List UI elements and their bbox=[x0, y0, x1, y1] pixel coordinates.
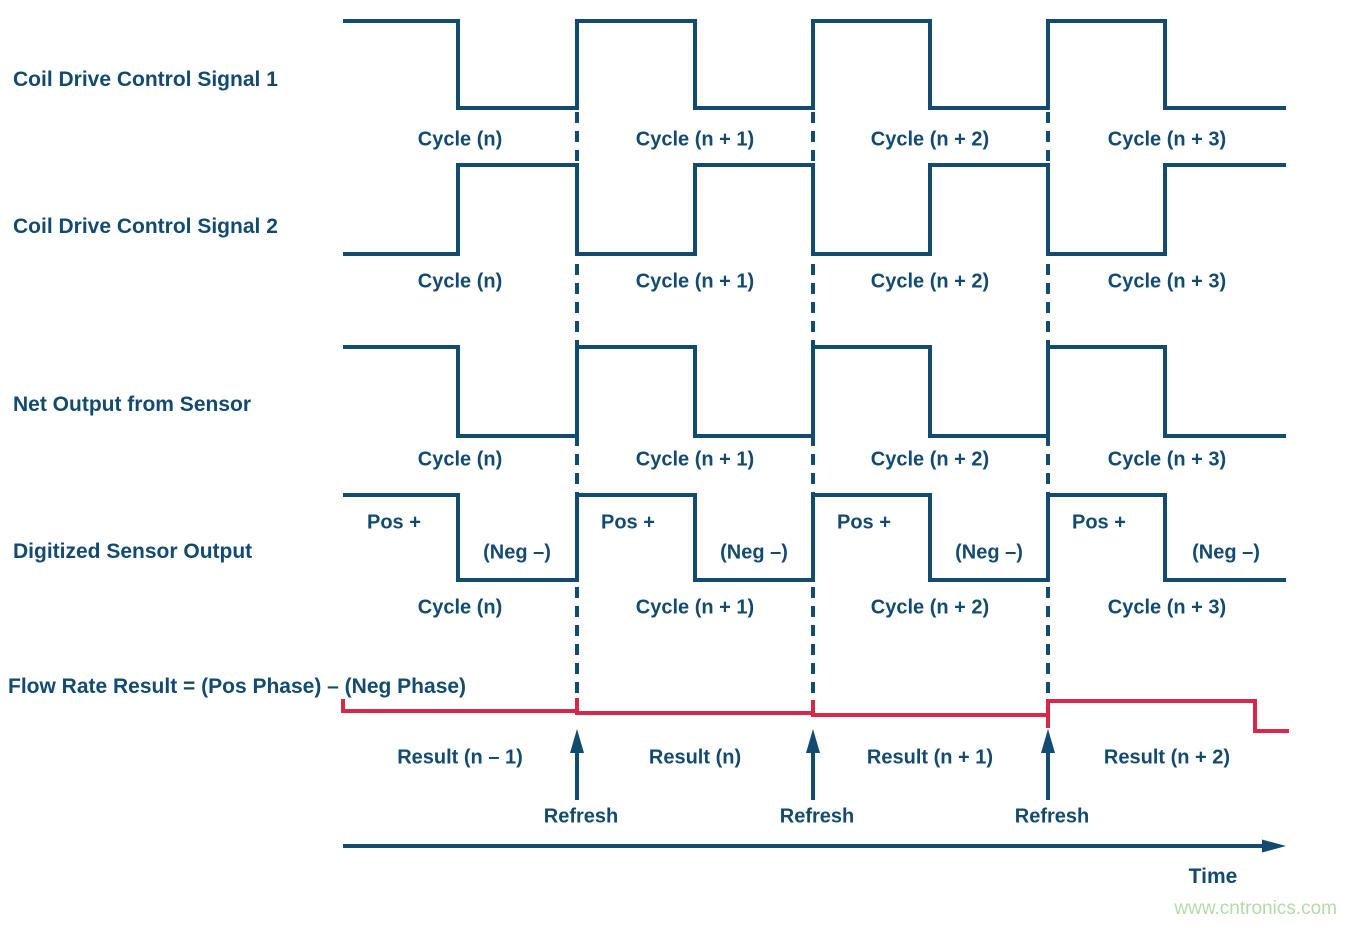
pos-phase-label: Pos + bbox=[837, 511, 891, 534]
cycle-label: Cycle (n) bbox=[417, 448, 503, 471]
digitized-output-label: Digitized Sensor Output bbox=[13, 540, 253, 563]
cycle-label: Cycle (n + 1) bbox=[635, 448, 755, 471]
flow-rate-equation: Flow Rate Result = (Pos Phase) – (Neg Ph… bbox=[8, 675, 467, 698]
net-output-waveform bbox=[343, 345, 1286, 438]
flow-rate-result-line bbox=[341, 698, 1289, 733]
neg-phase-label: (Neg –) bbox=[955, 541, 1023, 564]
signal1-waveform bbox=[343, 19, 1286, 110]
time-axis-label: Time bbox=[1188, 865, 1238, 888]
result-label: Result (n – 1) bbox=[397, 746, 523, 769]
signal2-waveform bbox=[343, 163, 1286, 256]
digitized-output-waveform bbox=[343, 493, 1286, 582]
cycle-label: Cycle (n) bbox=[417, 596, 503, 619]
refresh-label: Refresh bbox=[779, 805, 855, 828]
cycle-label: Cycle (n + 3) bbox=[1107, 448, 1227, 471]
watermark-text: www.cntronics.com bbox=[1174, 898, 1337, 919]
cycle-label: Cycle (n + 3) bbox=[1107, 270, 1227, 293]
refresh-label: Refresh bbox=[1014, 805, 1090, 828]
cycle-label: Cycle (n + 1) bbox=[635, 596, 755, 619]
cycle-label: Cycle (n + 2) bbox=[870, 270, 990, 293]
refresh-label: Refresh bbox=[543, 805, 619, 828]
neg-phase-label: (Neg –) bbox=[1192, 541, 1260, 564]
cycle-label: Cycle (n) bbox=[417, 128, 503, 151]
pos-phase-label: Pos + bbox=[367, 511, 421, 534]
cycle-label: Cycle (n + 2) bbox=[870, 128, 990, 151]
signal1-label: Coil Drive Control Signal 1 bbox=[13, 68, 278, 91]
refresh-arrows bbox=[570, 729, 1055, 800]
refresh-arrowhead bbox=[1041, 729, 1055, 753]
result-label: Result (n + 2) bbox=[1103, 746, 1231, 769]
neg-phase-label: (Neg –) bbox=[483, 541, 551, 564]
pos-phase-label: Pos + bbox=[601, 511, 655, 534]
time-axis bbox=[343, 839, 1286, 853]
cycle-label: Cycle (n) bbox=[417, 270, 503, 293]
cycle-label: Cycle (n + 3) bbox=[1107, 596, 1227, 619]
net-output-label: Net Output from Sensor bbox=[13, 393, 252, 416]
refresh-arrowhead bbox=[570, 729, 584, 753]
result-label: Result (n) bbox=[648, 746, 742, 769]
signal2-label: Coil Drive Control Signal 2 bbox=[13, 215, 278, 238]
pos-phase-label: Pos + bbox=[1072, 511, 1126, 534]
cycle-label: Cycle (n + 1) bbox=[635, 128, 755, 151]
cycle-label: Cycle (n + 3) bbox=[1107, 128, 1227, 151]
refresh-arrowhead bbox=[806, 729, 820, 753]
time-axis-arrowhead bbox=[1262, 839, 1286, 853]
result-label: Result (n + 1) bbox=[866, 746, 994, 769]
cycle-label: Cycle (n + 2) bbox=[870, 448, 990, 471]
neg-phase-label: (Neg –) bbox=[720, 541, 788, 564]
cycle-label: Cycle (n + 1) bbox=[635, 270, 755, 293]
cycle-label: Cycle (n + 2) bbox=[870, 596, 990, 619]
